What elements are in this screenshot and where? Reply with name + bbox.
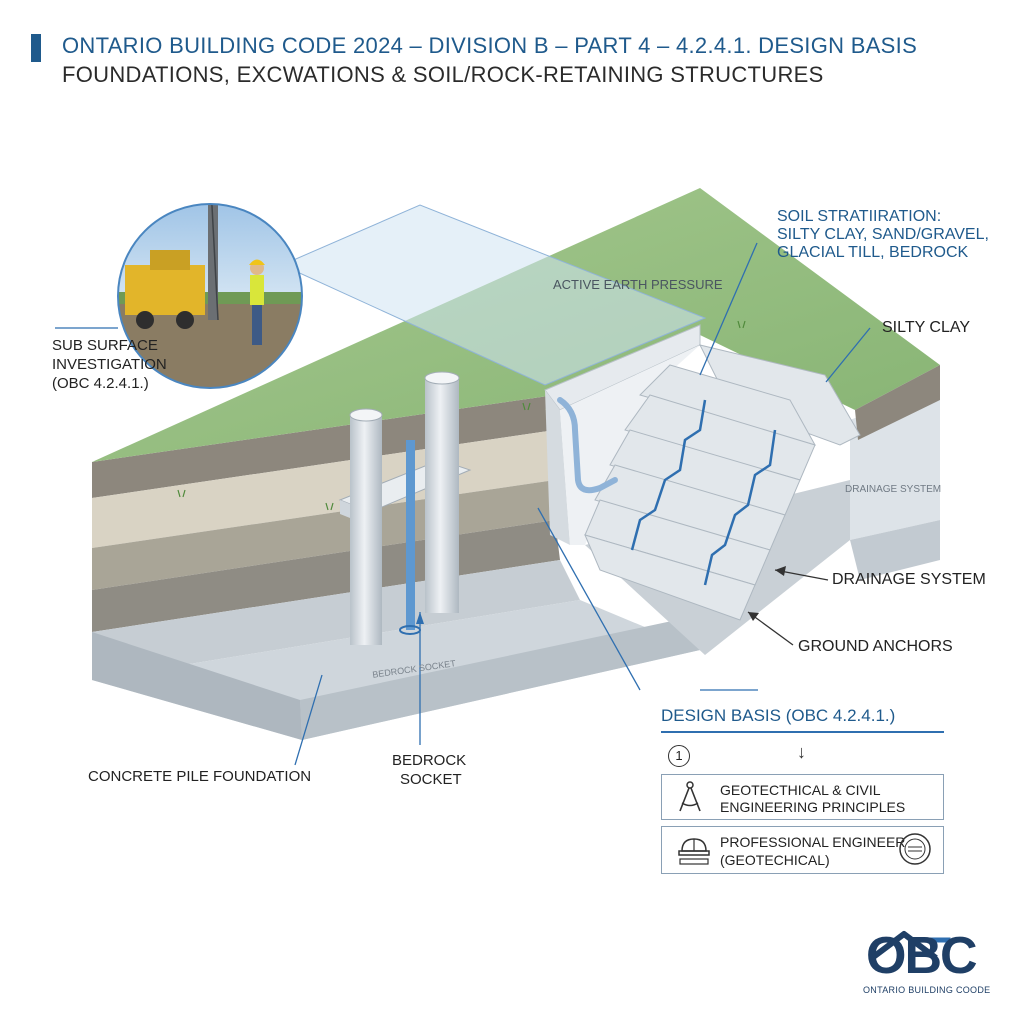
logo-mark: OBC <box>866 927 978 985</box>
step-number-badge: 1 <box>668 745 690 767</box>
design-basis-item-1: GEOTECTHICAL & CIVIL ENGINEERING PRINCIP… <box>661 774 944 820</box>
subsurface-label-3: (OBC 4.2.4.1.) <box>52 375 149 392</box>
obc-logo <box>870 931 951 961</box>
grass-tufts <box>177 320 746 511</box>
callout-lines <box>55 242 871 766</box>
concrete-piles <box>349 371 460 645</box>
hard-hat-icon <box>678 838 710 865</box>
item1-line1: GEOTECTHICAL & CIVIL <box>720 782 881 798</box>
header-accent-bar <box>31 34 41 62</box>
item2-line2: (GEOTECHICAL) <box>720 852 830 868</box>
item1-line2: ENGINEERING PRINCIPLES <box>720 799 906 815</box>
stamp-icon <box>899 833 931 865</box>
stratification-label-1: SOIL STRATIIRATION: <box>777 208 942 225</box>
ground-anchors-label: GROUND ANCHORS <box>798 638 953 655</box>
pile-foundation-label: CONCRETE PILE FOUNDATION <box>88 768 312 785</box>
active-pressure-label: ACTIVE EARTH PRESSURE <box>553 277 723 292</box>
chevron-down-icon: ↓ <box>797 742 806 762</box>
stratification-label-3: GLACIAL TILL, BEDROCK <box>777 244 969 261</box>
design-basis-rule <box>661 731 944 733</box>
active-pressure-plane <box>280 204 707 386</box>
drainage-pipe <box>557 397 618 494</box>
bedrock-socket-label-1: BEDROCK <box>392 752 467 769</box>
bedrock-socket-label-2: SOCKET <box>400 771 462 788</box>
subsurface-label-1: SUB SURFACE <box>52 337 158 354</box>
subsurface-label-2: INVESTIGATION <box>52 356 167 373</box>
design-basis-item-2: PROFESSIONAL ENGINEER (GEOTECHICAL) <box>661 826 944 874</box>
stratification-label-2: SILTY CLAY, SAND/GRAVEL, <box>777 226 989 243</box>
stepped-excavation <box>584 344 861 621</box>
page-subtitle: FOUNDATIONS, EXCWATIONS & SOIL/ROCK-RETA… <box>62 62 824 87</box>
logo-subtitle: ONTARIO BUILDING COODE <box>863 985 991 995</box>
silty-clay-label: SILTY CLAY <box>882 319 971 336</box>
page-title: ONTARIO BUILDING CODE 2024 – DIVISION B … <box>62 33 918 58</box>
drainage-label: DRAINAGE SYSTEM <box>832 571 986 588</box>
item2-line1: PROFESSIONAL ENGINEER <box>720 834 906 850</box>
design-basis-title: DESIGN BASIS (OBC 4.2.4.1.) <box>661 706 896 725</box>
compass-icon <box>679 781 701 812</box>
ground-anchors <box>630 399 777 586</box>
drainage-small-label: DRAINAGE SYSTEM <box>845 484 942 495</box>
